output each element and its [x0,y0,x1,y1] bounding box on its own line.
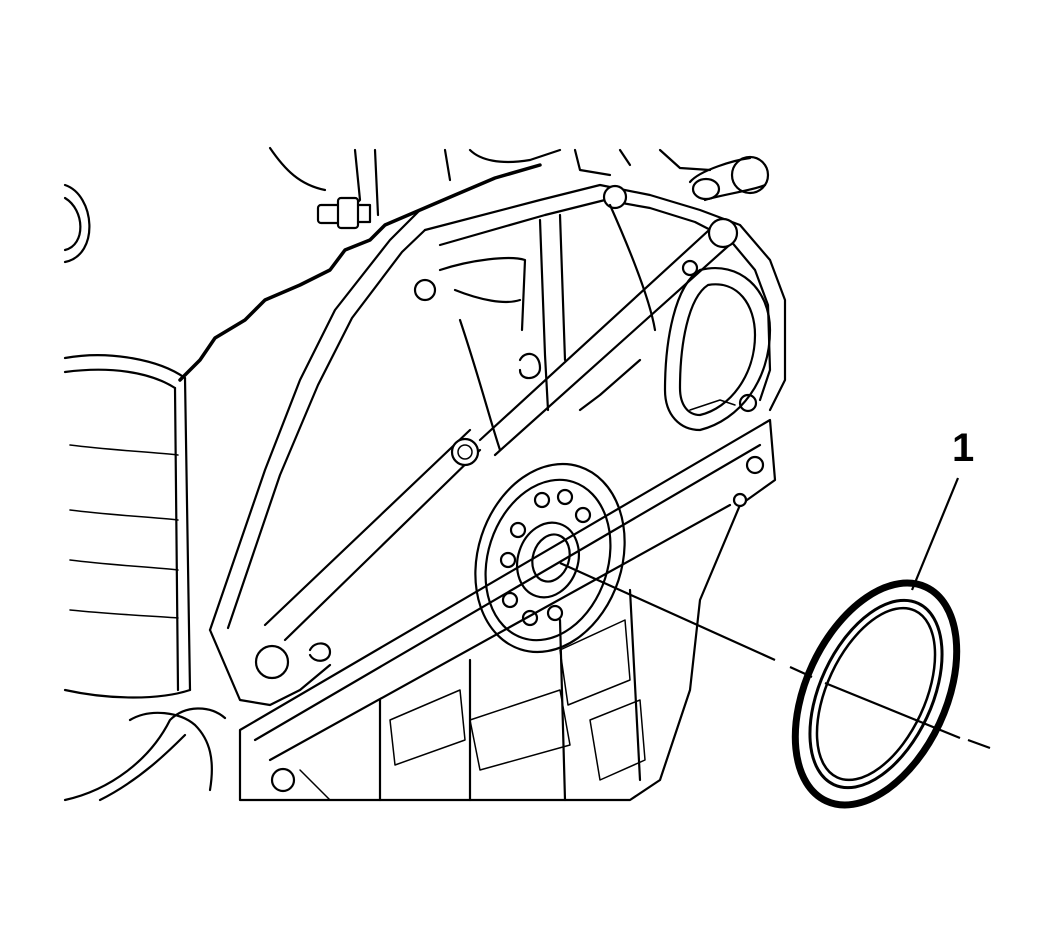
oil-pan [238,418,777,802]
fitting-top-left [316,196,372,230]
right-opening [663,267,772,432]
engine-block-upper [178,146,712,382]
left-edge-seal-fragment [63,183,91,264]
alignment-centerline [559,561,991,750]
crankshaft-seal-bore [474,462,626,654]
cover-inner-ribs [438,203,657,452]
oil-filter [63,354,192,699]
top-right-boss [688,155,770,202]
callout-label-1: 1 [952,426,975,470]
lower-left-pipe [63,707,227,802]
callout-leader-line [910,477,960,591]
crankshaft-front-seal [791,579,961,809]
front-cover-frame [208,183,787,707]
